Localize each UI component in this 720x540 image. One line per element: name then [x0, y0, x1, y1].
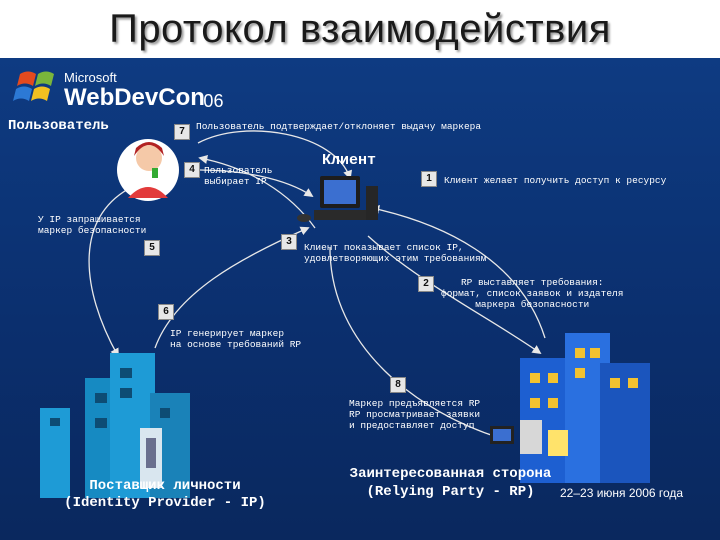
step-1-text: Клиент желает получить доступ к ресурсу [444, 175, 666, 186]
actor-rp-label-1: Заинтересованная сторона [318, 466, 583, 482]
actor-client-label: Клиент [322, 152, 376, 169]
step-8-text: Маркер предъявляется RP RP просматривает… [349, 398, 480, 431]
step-1-badge: 1 [421, 171, 437, 187]
step-8-badge: 8 [390, 377, 406, 393]
step-2-badge: 2 [418, 276, 434, 292]
actor-rp-label-2: (Relying Party - RP) [318, 484, 583, 500]
brand-event: WebDevCon [64, 85, 205, 111]
rp-building-icon [490, 333, 650, 483]
step-3-badge: 3 [281, 234, 297, 250]
step-4-text: Пользователь выбирает IP [204, 165, 272, 187]
step-3-text: Клиент показывает список IP, удовлетворя… [304, 242, 486, 264]
slide-title: Протокол взаимодействия [0, 0, 720, 58]
step-7-text: Пользователь подтверждает/отклоняет выда… [196, 121, 481, 132]
step-4-badge: 4 [184, 162, 200, 178]
brand-company: Microsoft [64, 72, 117, 83]
actor-user-label: Пользователь [8, 118, 109, 134]
step-5-badge: 5 [144, 240, 160, 256]
event-date: 22–23 июня 2006 года [560, 486, 683, 500]
arrow-step-1 [372, 208, 545, 338]
actor-idp-label-1: Поставщик личности [40, 478, 290, 494]
client-computer-icon [297, 176, 378, 222]
user-avatar-icon [117, 139, 179, 201]
brand-year: '06 [200, 91, 223, 111]
step-5-text: У IP запрашивается маркер безопасности [38, 214, 146, 236]
actor-idp-label-2: (Identity Provider - IP) [40, 495, 290, 511]
step-7-badge: 7 [174, 124, 190, 140]
microsoft-logo-icon [13, 72, 54, 102]
step-6-text: IP генерирует маркер на основе требовани… [170, 328, 301, 350]
step-6-badge: 6 [158, 304, 174, 320]
diagram-panel: Microsoft WebDevCon '06 Пользователь Кли… [0, 58, 720, 540]
idp-building-icon [40, 353, 190, 498]
step-2-text: RP выставляет требования: формат, список… [441, 277, 623, 310]
